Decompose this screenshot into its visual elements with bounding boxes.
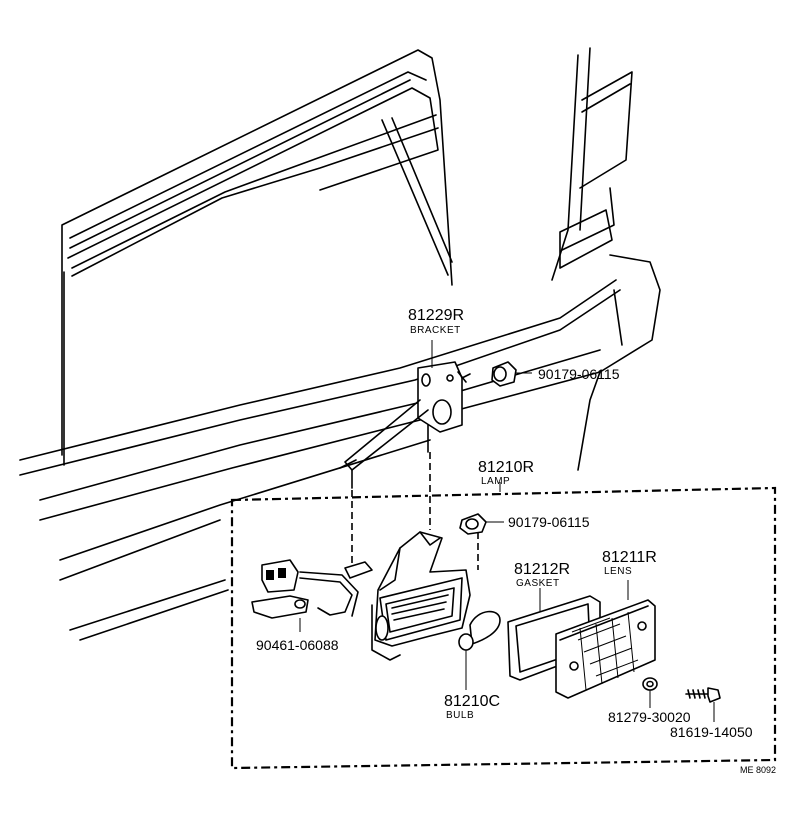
clip-90461-06088 xyxy=(251,595,309,632)
screw-part-number: 81619-14050 xyxy=(670,724,753,740)
bracket-part-number: 81229R xyxy=(408,307,464,324)
drawing-code: ME 8092 xyxy=(740,765,776,775)
washer-81279-30020 xyxy=(642,677,658,708)
lamp-assembly-boundary xyxy=(230,486,777,770)
clip-part-number: 90461-06088 xyxy=(256,637,339,653)
nut-upper-part-number: 90179-06115 xyxy=(538,366,620,382)
lamp-housing xyxy=(344,531,471,661)
alignment-lines xyxy=(351,452,479,575)
gasket-part-number: 81212R xyxy=(514,561,570,578)
screw-81619-14050 xyxy=(685,687,721,722)
bulb-name: BULB xyxy=(446,710,474,721)
nut-lower xyxy=(459,513,504,535)
bulb-81210c xyxy=(458,610,501,690)
wire-harness xyxy=(261,559,359,617)
lamp-part-number: 81210R xyxy=(478,459,534,476)
lamp-name: LAMP xyxy=(481,476,510,487)
lens-name: LENS xyxy=(604,566,632,577)
lens-81211r xyxy=(555,580,656,699)
lens-part-number: 81211R xyxy=(602,549,657,566)
washer-part-number: 81279-30020 xyxy=(608,709,691,725)
gasket-name: GASKET xyxy=(516,578,560,589)
bracket-81229r xyxy=(339,361,471,489)
bulb-part-number: 81210C xyxy=(444,693,500,710)
nut-lower-part-number: 90179-06115 xyxy=(508,514,590,530)
vehicle-rear-body xyxy=(19,47,661,641)
bracket-name: BRACKET xyxy=(410,325,461,336)
nut-upper xyxy=(491,361,532,387)
